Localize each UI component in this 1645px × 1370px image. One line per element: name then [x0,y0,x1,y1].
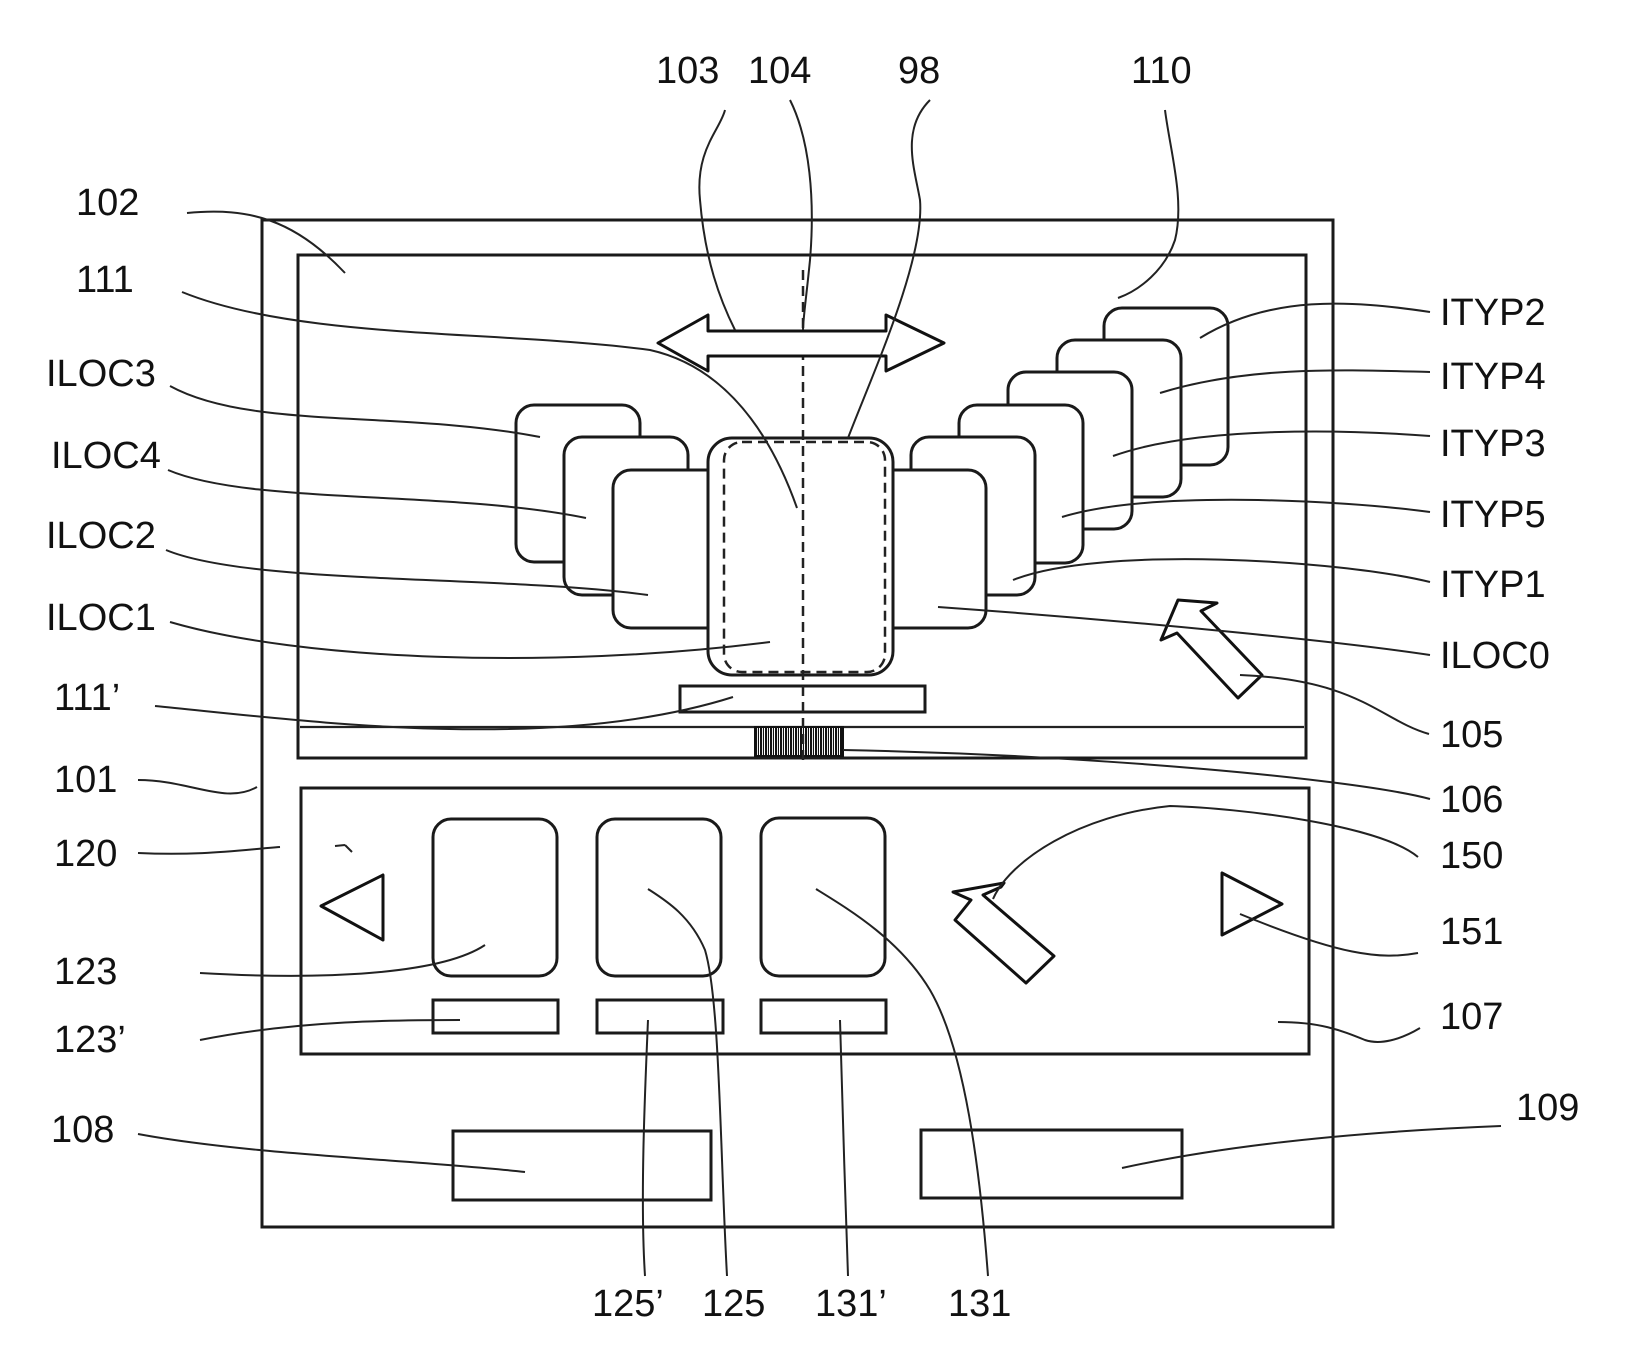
label-151: 151 [1440,911,1503,953]
thumb-label-131p [761,1000,886,1033]
thumb-label-125p [597,1000,723,1033]
timeline-slider-106[interactable] [755,727,843,756]
label-iloc2: ILOC2 [46,515,156,557]
label-111p: 111’ [54,677,120,719]
label-125p: 125’ [592,1283,664,1325]
label-131: 131 [948,1283,1011,1325]
label-120: 120 [54,833,117,875]
thumb-125[interactable] [597,819,721,976]
label-ityp3: ITYP3 [1440,423,1546,465]
label-111: 111 [76,259,134,301]
thumb-131[interactable] [761,818,885,976]
label-108: 108 [51,1109,114,1151]
button-108[interactable] [453,1131,711,1200]
label-131p: 131’ [815,1283,887,1325]
label-98: 98 [898,50,940,92]
label-123p: 123’ [54,1019,126,1061]
label-103: 103 [656,50,719,92]
label-iloc4: ILOC4 [51,435,161,477]
label-150: 150 [1440,835,1503,877]
label-ityp5: ITYP5 [1440,494,1546,536]
label-123: 123 [54,951,117,993]
label-125: 125 [702,1283,765,1325]
label-106: 106 [1440,779,1503,821]
label-iloc1: ILOC1 [46,597,156,639]
label-107: 107 [1440,996,1503,1038]
label-ityp4: ITYP4 [1440,356,1546,398]
label-102: 102 [76,182,139,224]
label-ityp1: ITYP1 [1440,564,1546,606]
thumb-123[interactable] [433,819,557,976]
label-105: 105 [1440,714,1503,756]
label-iloc0: ILOC0 [1440,635,1550,677]
label-110: 110 [1131,50,1192,92]
tile-iloc1-selected[interactable] [708,438,893,675]
label-ityp2: ITYP2 [1440,292,1546,334]
label-iloc3: ILOC3 [46,353,156,395]
thumb-label-123p [433,1000,558,1033]
label-104: 104 [748,50,811,92]
label-101: 101 [54,759,117,801]
label-109: 109 [1516,1087,1579,1129]
